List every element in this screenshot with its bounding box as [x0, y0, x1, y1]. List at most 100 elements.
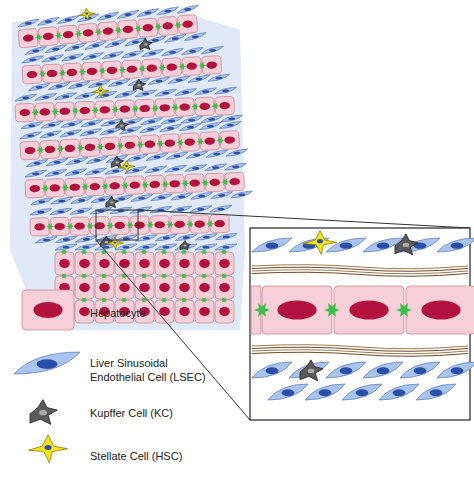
nucleus [377, 367, 390, 374]
endothelial-cell [145, 166, 167, 173]
endothelial-cell [199, 122, 221, 129]
nucleus [105, 15, 112, 18]
endothelial-cell [363, 362, 403, 378]
endothelial-cell [126, 154, 148, 161]
endothelial-cell [166, 152, 188, 159]
nucleus [139, 283, 150, 292]
hepatocyte [75, 276, 94, 299]
nucleus [33, 302, 62, 318]
nucleus [28, 124, 35, 127]
nucleus [172, 37, 179, 40]
endothelial-cell [35, 237, 57, 243]
nucleus [159, 259, 170, 268]
endothelial-cell [14, 352, 80, 374]
nucleus [199, 307, 210, 316]
nucleus [109, 54, 116, 57]
legend-text: Hepatocyte [90, 306, 225, 320]
nucleus [393, 389, 406, 396]
hepatocyte [175, 300, 194, 323]
bile-canaliculus [221, 178, 229, 185]
collagen-fiber [252, 350, 468, 354]
nucleus [169, 51, 176, 54]
nucleus [169, 180, 180, 188]
nucleus [69, 56, 76, 59]
nucleus [199, 259, 210, 268]
nucleus [219, 259, 230, 268]
nucleus [68, 123, 75, 126]
nucleus [189, 50, 196, 53]
bile-canaliculus [51, 108, 59, 115]
nucleus [132, 40, 139, 43]
nucleus [59, 107, 70, 115]
endothelial-cell [115, 244, 137, 250]
bile-canaliculus [221, 297, 228, 303]
endothelial-cell [135, 244, 157, 250]
endothelial-cell [215, 233, 237, 239]
hepatocyte [334, 286, 404, 334]
endothelial-cell [97, 12, 119, 20]
bile-canaliculus [158, 64, 166, 71]
nucleus [183, 236, 190, 239]
bile-canaliculus [216, 137, 224, 144]
hepatocyte [55, 252, 74, 275]
bile-canaliculus [126, 222, 134, 229]
nucleus [349, 300, 388, 319]
bile-canaliculus [178, 63, 186, 70]
bile-canaliculus [81, 273, 88, 279]
endothelial-cell [165, 165, 187, 172]
bile-canaliculus [201, 297, 208, 303]
endothelial-cell [121, 51, 143, 58]
nucleus [82, 29, 93, 37]
hepatocyte [175, 276, 194, 299]
nucleus [99, 106, 110, 114]
hepatocyte [155, 276, 174, 299]
bile-canaliculus [36, 146, 44, 153]
bile-canaliculus [141, 181, 149, 188]
endothelial-cell [50, 208, 72, 214]
stellate-cell [28, 435, 67, 463]
nucleus [202, 90, 209, 93]
nucleus [107, 130, 114, 133]
tissue-row [24, 156, 252, 210]
nucleus [24, 147, 35, 155]
nucleus [178, 195, 185, 198]
nucleus [44, 146, 55, 154]
nucleus [451, 243, 464, 249]
bile-canaliculus [31, 109, 39, 116]
endothelial-cell [119, 127, 141, 134]
endothelial-cell [86, 156, 108, 163]
nucleus [207, 125, 214, 128]
endothelial-cell [139, 126, 161, 133]
endothelial-cell [148, 77, 170, 84]
hepatocyte [138, 18, 158, 38]
nucleus [377, 243, 390, 249]
zoom-line [96, 240, 250, 420]
nucleus [23, 34, 34, 42]
bile-canaliculus [181, 297, 188, 303]
kupffer-cell [180, 241, 191, 251]
nucleus [266, 243, 279, 249]
hepatocyte [115, 276, 134, 299]
nucleus [114, 222, 125, 229]
hepatocyte [157, 16, 177, 36]
bile-canaliculus [54, 32, 63, 40]
nucleus [125, 165, 128, 167]
nucleus [227, 124, 234, 127]
hepatocyte [135, 276, 154, 299]
nucleus [282, 389, 295, 396]
bile-canaliculus [121, 182, 129, 189]
bile-canaliculus [201, 249, 208, 255]
bile-canaliculus [121, 297, 128, 303]
endothelial-cell [208, 74, 230, 81]
nucleus [182, 91, 189, 94]
nucleus [213, 153, 220, 156]
endothelial-cell [141, 50, 163, 57]
nucleus [120, 124, 124, 127]
nucleus [25, 22, 32, 25]
endothelial-cell [48, 83, 70, 90]
bile-canaliculus [221, 273, 228, 279]
bile-canaliculus [106, 222, 114, 229]
nucleus [89, 183, 100, 191]
nucleus [78, 199, 85, 202]
collagen-fiber [252, 347, 468, 351]
